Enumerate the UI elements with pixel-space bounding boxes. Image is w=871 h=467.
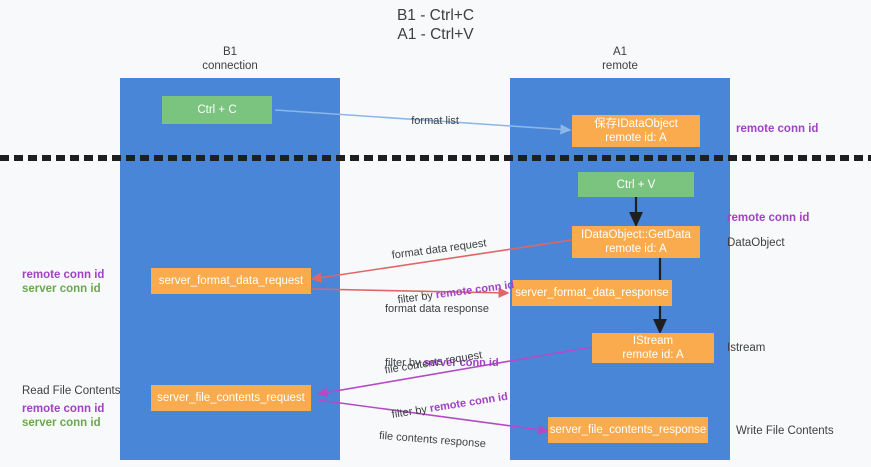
edge-label-line1: file contents request (383, 349, 483, 377)
diagram-title: B1 - Ctrl+C A1 - Ctrl+V (396, 7, 475, 43)
node-save-idataobject[interactable]: 保存IDataObject remote id: A (572, 115, 700, 147)
node-server-file-contents-request[interactable]: server_file_contents_request (151, 385, 311, 411)
edge-label-line1: format data response (385, 303, 489, 315)
node-server-file-contents-response[interactable]: server_file_contents_response (548, 417, 708, 443)
edge-label-format-list: format list (399, 99, 459, 144)
annotation-left-server-conn-id-2: server conn id (22, 417, 101, 429)
annotation-left-server-conn-id-1: server conn id (22, 283, 101, 295)
node-ctrl-v[interactable]: Ctrl + V (578, 172, 694, 197)
node-server-format-data-request[interactable]: server_format_data_request (151, 268, 311, 294)
edge-label-line1: file contents response (378, 429, 487, 451)
phase-divider (0, 155, 871, 161)
annotation-right-istream: Istream (727, 342, 766, 354)
conn-id-accent: server conn id (423, 357, 499, 369)
edge-label-format-data-response: format data response filter by server co… (385, 272, 499, 401)
edge-label-line1: format data request (391, 237, 488, 262)
node-istream[interactable]: IStream remote id: A (592, 333, 714, 363)
annotation-right-remote-conn-id-1: remote conn id (736, 123, 819, 135)
edge-label-file-contents-response: file contents response filter by server … (372, 399, 495, 467)
annotation-left-remote-conn-id-1: remote conn id (22, 269, 105, 281)
edge-label-line1: format list (411, 115, 459, 127)
node-server-format-data-response[interactable]: server_format_data_response (512, 280, 672, 306)
annotation-left-remote-conn-id-2: remote conn id (22, 403, 105, 415)
annotation-left-read-file-contents: Read File Contents (22, 385, 121, 397)
annotation-right-dataobject: DataObject (727, 237, 785, 249)
node-idataobject-getdata[interactable]: IDataObject::GetData remote id: A (572, 226, 700, 258)
column-header-b1: B1 connection (202, 46, 258, 72)
annotation-right-write-file-contents: Write File Contents (736, 425, 834, 437)
edge-label-line2: filter by server conn id (385, 356, 499, 371)
annotation-right-remote-conn-id-2: remote conn id (727, 212, 810, 224)
column-header-a1: A1 remote (602, 46, 638, 72)
filter-by-text: filter by (385, 357, 424, 369)
node-ctrl-c[interactable]: Ctrl + C (162, 96, 272, 124)
